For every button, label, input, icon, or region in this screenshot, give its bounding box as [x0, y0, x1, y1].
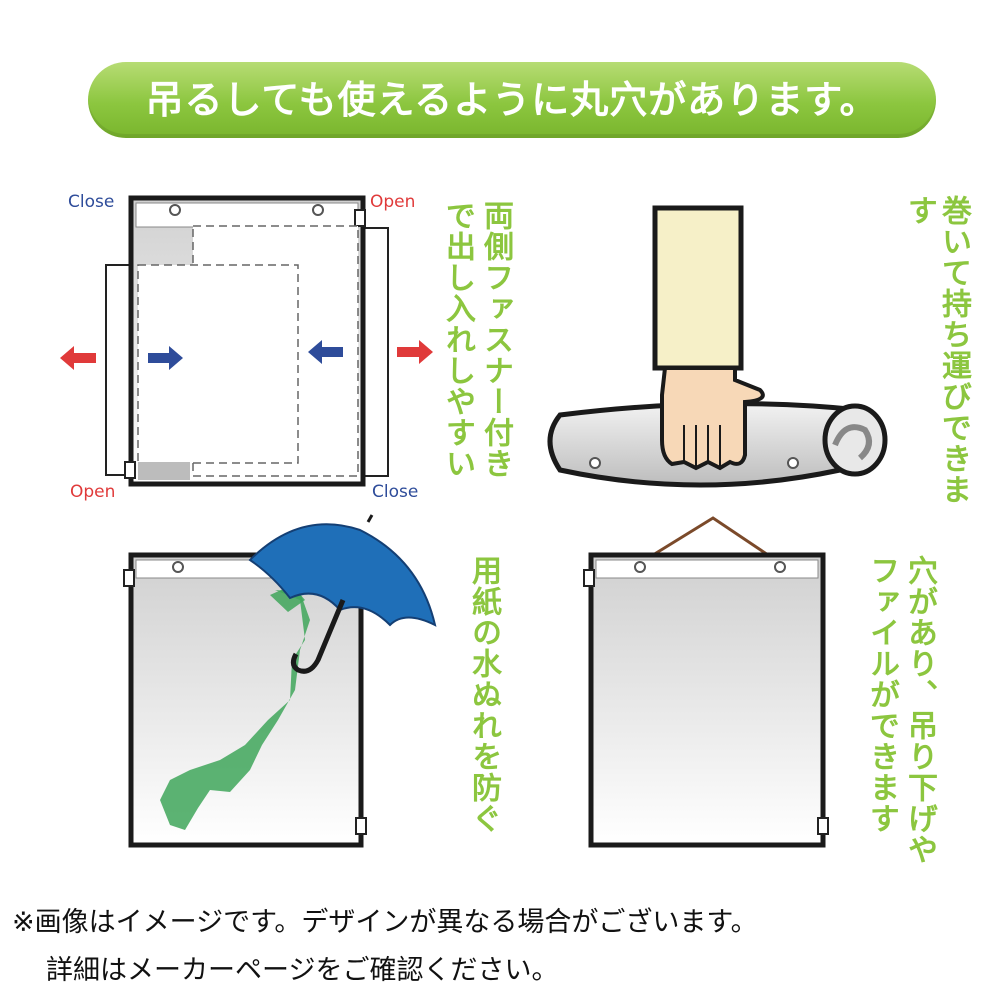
case-header-strip: [135, 202, 359, 228]
arrow-out-left: [60, 346, 96, 370]
japan-map: [160, 590, 310, 830]
title-banner: [88, 62, 936, 138]
label-close-bottom: Close: [372, 482, 419, 502]
caption-hang-line1: 穴があり、吊り下げや: [902, 555, 937, 865]
rain-protection-illustration: [123, 514, 437, 848]
hang-zipper-bottom: [817, 817, 829, 835]
caption-hang-line2: ファイルができます: [864, 555, 899, 834]
hang-hole-left: [169, 204, 181, 216]
hand: [660, 366, 765, 471]
zipper-pull-top: [354, 209, 366, 227]
roll-end: [822, 403, 888, 477]
roll-hole-left: [589, 457, 601, 469]
arrow-in-right: [148, 346, 183, 370]
roll-hole-right: [787, 457, 799, 469]
inner-sheet-left: [137, 264, 299, 464]
arrow-in-left: [308, 340, 343, 364]
case-body-hang: [588, 552, 826, 848]
hang-zipper-top: [583, 569, 595, 587]
hang-hole-b: [774, 561, 786, 573]
arm-sleeve: [652, 205, 744, 371]
hang-hole-right: [312, 204, 324, 216]
footer-note-line2: 詳細はメーカーページをご確認ください。: [46, 955, 559, 986]
inner-shadow: [138, 462, 190, 480]
caption-zipper-line1: 両側ファスナー付き: [478, 200, 513, 479]
rain-zipper-bottom: [355, 817, 367, 835]
hang-header-strip: [595, 559, 819, 579]
caption-roll: 巻いて持ち運びできます: [902, 195, 971, 505]
roll-carry-illustration: [547, 205, 888, 488]
hanging-illustration: [583, 516, 829, 848]
umbrella-handle: [290, 599, 346, 674]
caption-zipper-line2: で出し入れしやすい: [440, 200, 475, 479]
rain-hole: [172, 561, 184, 573]
rain-zipper-top: [123, 569, 135, 587]
hang-hole-a: [634, 561, 646, 573]
left-sleeve: [105, 264, 133, 476]
label-open-top: Open: [370, 192, 416, 212]
roll-spiral: [832, 424, 872, 461]
umbrella-canopy: [248, 523, 437, 627]
right-sleeve: [361, 227, 389, 477]
zipper-pull-bottom: [124, 461, 136, 479]
label-close-top: Close: [68, 192, 115, 212]
footer-note-line1: ※画像はイメージです。デザインが異なる場合がございます。: [12, 907, 758, 938]
label-open-bottom: Open: [70, 482, 116, 502]
hanging-cord: [639, 516, 781, 565]
arrow-out-right: [397, 340, 433, 364]
zipper-case-illustration: [60, 195, 433, 487]
caption-rain: 用紙の水ぬれを防ぐ: [466, 555, 501, 834]
title-banner-text: 吊るしても使えるように丸穴があります。: [145, 78, 879, 122]
